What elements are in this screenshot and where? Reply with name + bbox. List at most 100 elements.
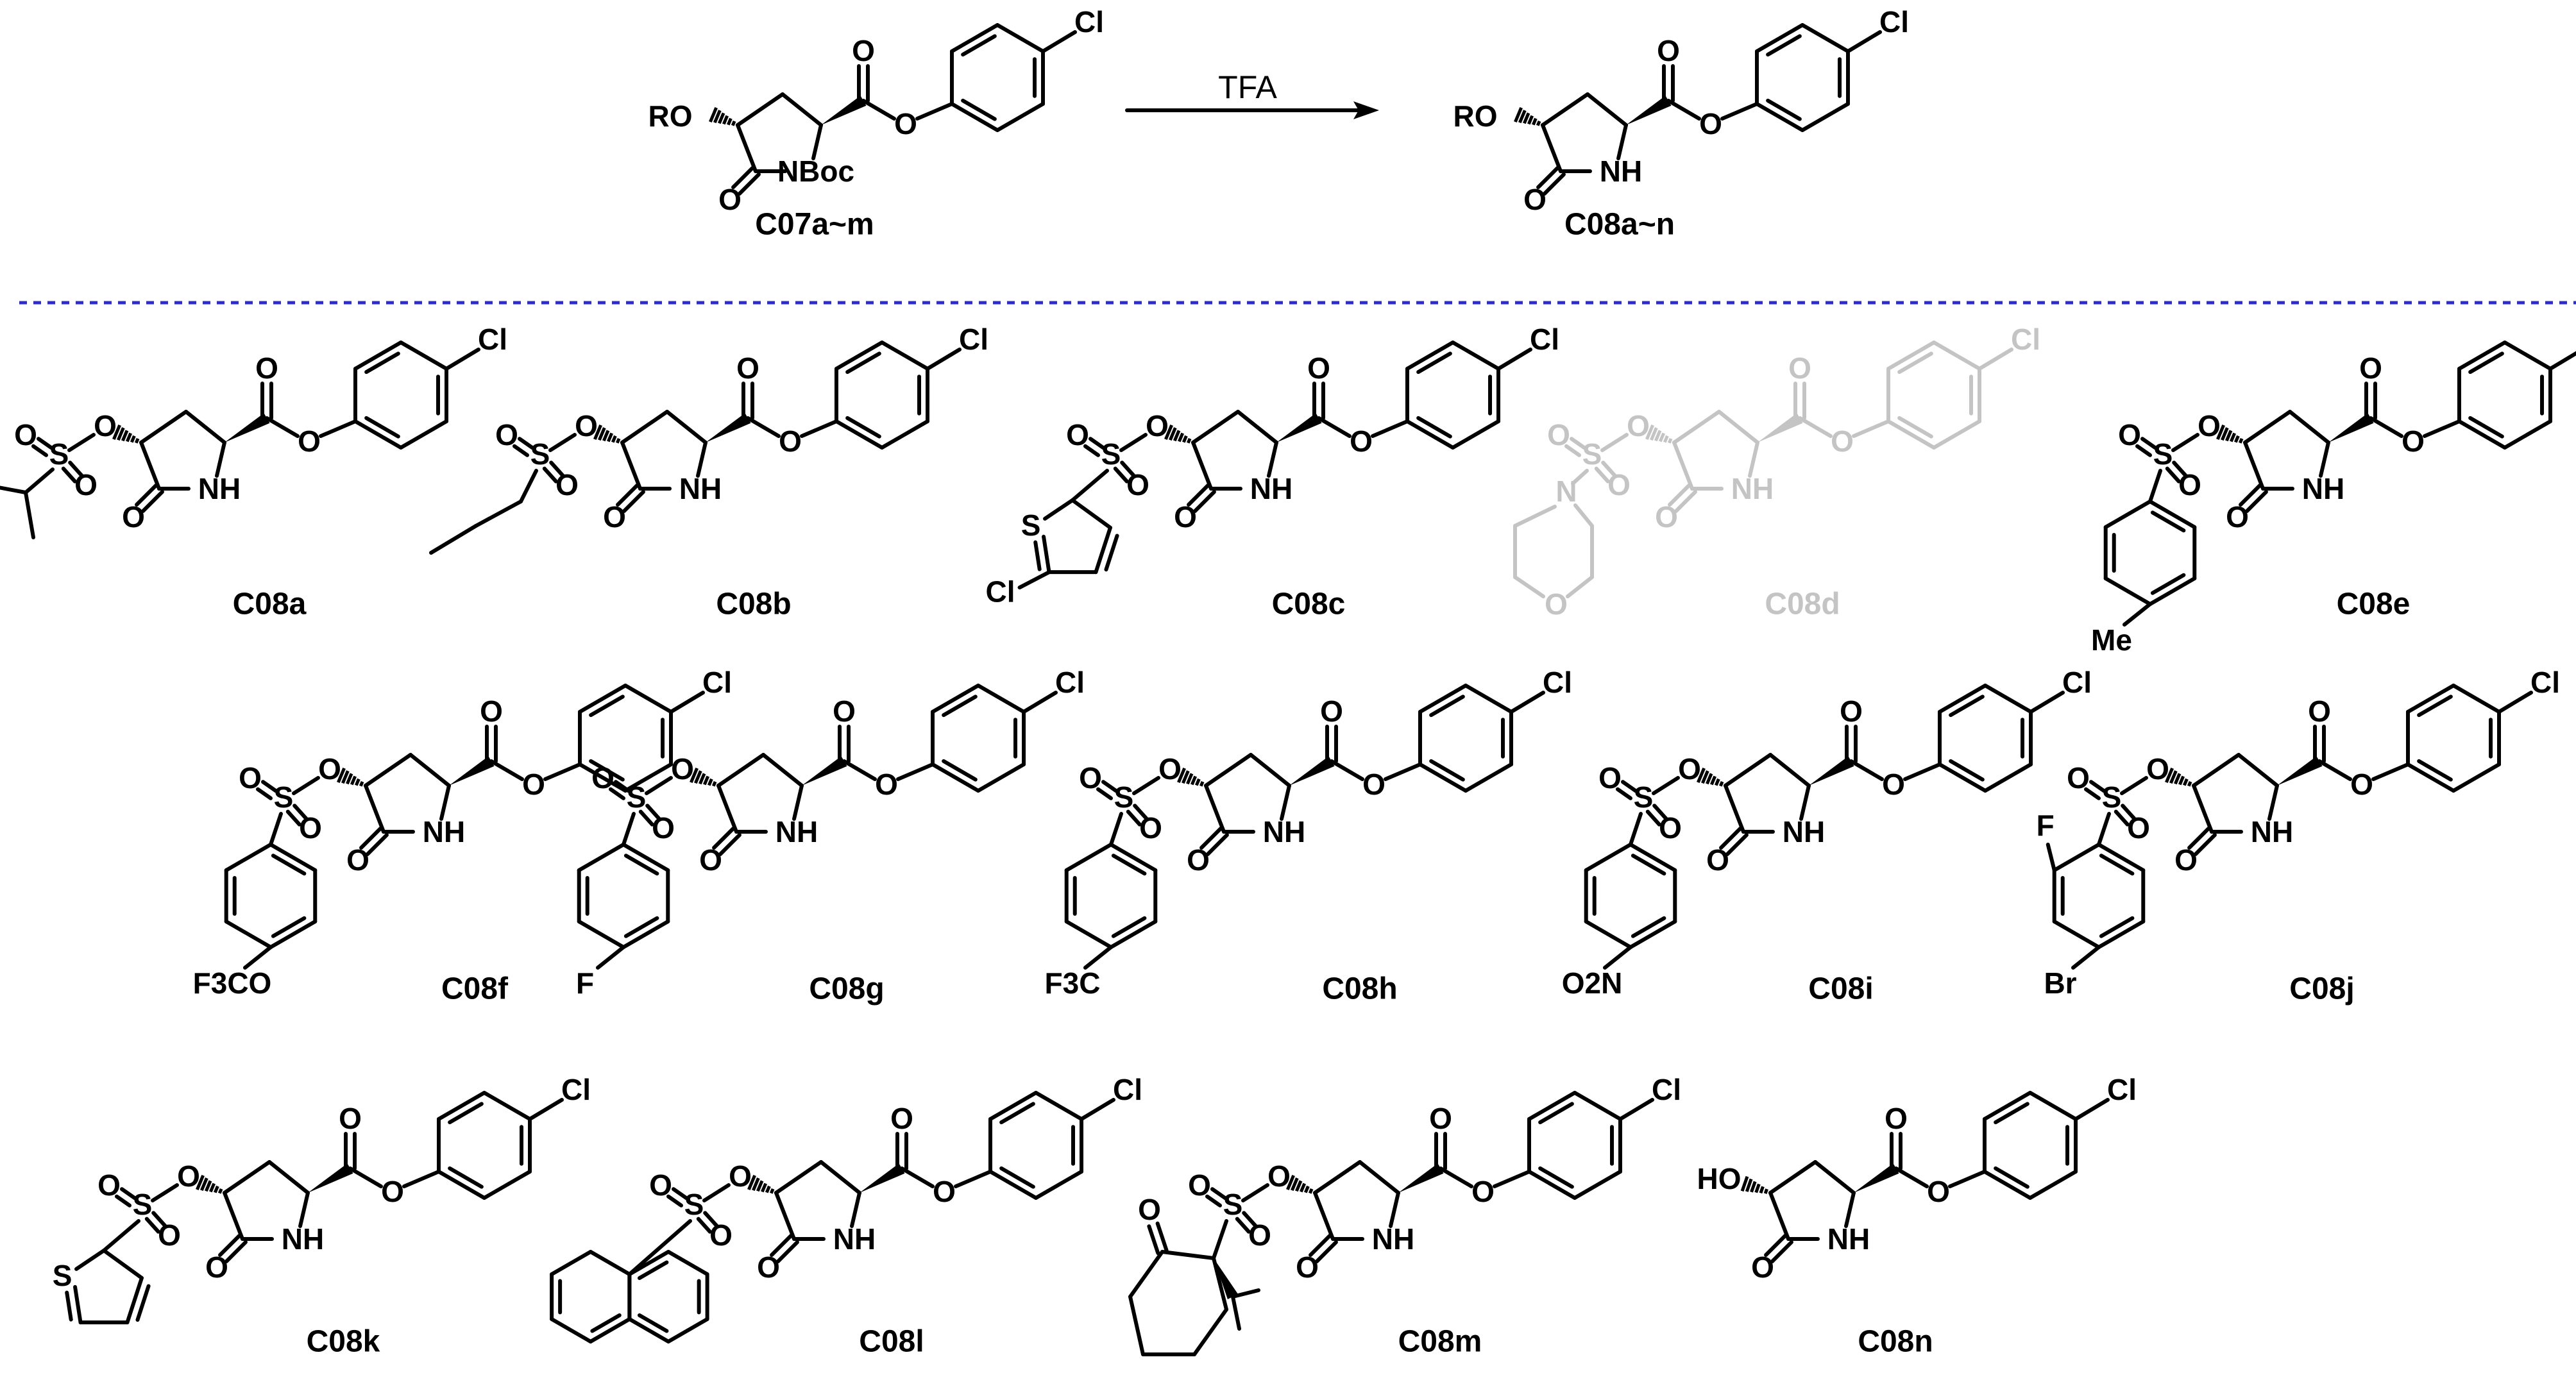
aryl-bond xyxy=(1429,695,1465,718)
ring-bond xyxy=(1212,1256,1228,1311)
ring-nitrogen-label: NH xyxy=(1827,1222,1870,1256)
s-c-bond xyxy=(1109,812,1123,846)
aryl-bond xyxy=(224,920,273,949)
ring-bond xyxy=(1748,441,1759,478)
o-s-bond xyxy=(67,433,96,452)
sulfonyl-oxygen: O xyxy=(97,1168,121,1202)
aryl-bond xyxy=(1949,695,1985,718)
aryl-ester-bond xyxy=(2423,419,2461,438)
s-o-double-bond xyxy=(2089,780,2106,793)
ester-carbonyl-oxygen: O xyxy=(1840,695,1863,728)
ring-bond xyxy=(2192,784,2214,834)
aryl-bond xyxy=(1111,854,1147,876)
stereo-hash-bond xyxy=(690,767,717,787)
ring-bond xyxy=(267,1160,310,1195)
s-o-double-bond xyxy=(2121,804,2137,821)
lactam-oxygen-label: O xyxy=(1296,1251,1319,1284)
ester-carbonyl-oxygen: O xyxy=(852,34,875,67)
ester-oxygen: O xyxy=(1927,1175,1950,1208)
ring-bond xyxy=(74,1249,106,1271)
sulfonyl-oxygen: O xyxy=(1248,1218,1271,1252)
aryl-bond xyxy=(1766,34,1802,57)
aryl-bond xyxy=(577,762,627,793)
s-o-double-bond xyxy=(1615,787,1632,800)
aryl-bond xyxy=(1416,351,1452,375)
aryl-bond xyxy=(1932,341,1982,371)
morpholine-nitrogen: N xyxy=(1555,475,1577,508)
s-o-double-bond xyxy=(2172,460,2188,478)
para-bond xyxy=(1083,945,1113,970)
stereo-wedge-bond xyxy=(1276,413,1322,442)
compound-label: C08n xyxy=(1858,1325,1933,1359)
ring-bond xyxy=(1717,410,1759,444)
ester-bond xyxy=(265,416,300,438)
ortho-substituent-label: F xyxy=(2037,809,2055,842)
ring-nitrogen-label: NH xyxy=(282,1222,324,1256)
s-o-double-bond xyxy=(1594,466,1610,484)
ring-bond xyxy=(73,1284,83,1325)
sulfonyl-oxygen: O xyxy=(1066,418,1089,451)
sulfur-label: S xyxy=(274,780,294,814)
ring-bond xyxy=(1541,92,1589,127)
aryl-bond xyxy=(637,1313,669,1333)
aryl-bond xyxy=(482,1170,532,1200)
s-o-double-bond xyxy=(672,1187,689,1200)
ring-bond xyxy=(1513,505,1557,528)
compound-label: C08c xyxy=(1272,587,1346,621)
stereo-wedge-bond xyxy=(2328,413,2374,442)
ring-nitrogen-label: NH xyxy=(1600,155,1642,188)
aryl-bond xyxy=(1629,920,1677,949)
ketone-bond xyxy=(1147,1224,1160,1256)
lactam-oxygen-label: O xyxy=(603,500,626,534)
sulfonyl-oxygen: O xyxy=(2178,468,2201,501)
aryl-bond xyxy=(1064,920,1113,949)
lactam-carbonyl-bond xyxy=(1668,484,1691,507)
ester-carbonyl-oxygen: O xyxy=(1885,1102,1908,1135)
aryl-bond xyxy=(949,102,999,132)
aryl-bond xyxy=(1464,762,1514,793)
chloro-bond xyxy=(1496,348,1533,371)
s-o-double-bond xyxy=(1205,1194,1222,1208)
chloro-bond xyxy=(1978,348,2014,371)
lactam-carbonyl-bond xyxy=(365,832,389,856)
aryl-bond xyxy=(2097,843,2146,872)
lactam-oxygen-label: O xyxy=(699,843,722,877)
ketone-bond xyxy=(1155,1221,1169,1252)
aryl-bond xyxy=(1937,684,1987,714)
lactam-carbonyl-bond xyxy=(1764,1234,1788,1258)
aryl-bond xyxy=(1109,920,1158,949)
aryl-bond xyxy=(1886,341,1936,371)
s-o-double-bond xyxy=(255,787,273,800)
o-s-bond xyxy=(2171,433,2199,452)
aryl-bond xyxy=(1932,419,1982,450)
aryl-bond xyxy=(1418,684,1468,714)
ester-oxygen: O xyxy=(522,768,545,801)
aryl-ester-bond xyxy=(1371,419,1409,438)
lactam-oxygen-label: O xyxy=(1751,1251,1774,1284)
s-o-double-bond xyxy=(61,466,77,484)
aryl-bond xyxy=(2405,684,2455,714)
ring-bond xyxy=(736,92,784,127)
s-o-double-bond xyxy=(1083,444,1100,457)
ring-bond xyxy=(2237,753,2279,787)
sulfonyl-oxygen: O xyxy=(1659,811,1682,845)
lactam-carbonyl-bond xyxy=(224,1240,248,1263)
chloro-bond xyxy=(669,691,706,714)
ring-nitrogen-label: NH xyxy=(679,472,722,505)
ester-carbonyl-oxygen: O xyxy=(736,351,759,385)
s-o-double-bond xyxy=(614,780,631,793)
ester-bond xyxy=(1439,1166,1473,1188)
ester-bond xyxy=(900,1166,935,1188)
lactam-carbonyl-bond xyxy=(2239,484,2262,507)
para-bond xyxy=(596,945,625,970)
ring-bond xyxy=(736,123,758,173)
alkyl-bond xyxy=(24,467,55,494)
ester-oxygen: O xyxy=(933,1175,956,1208)
ring-bond xyxy=(2267,784,2279,821)
